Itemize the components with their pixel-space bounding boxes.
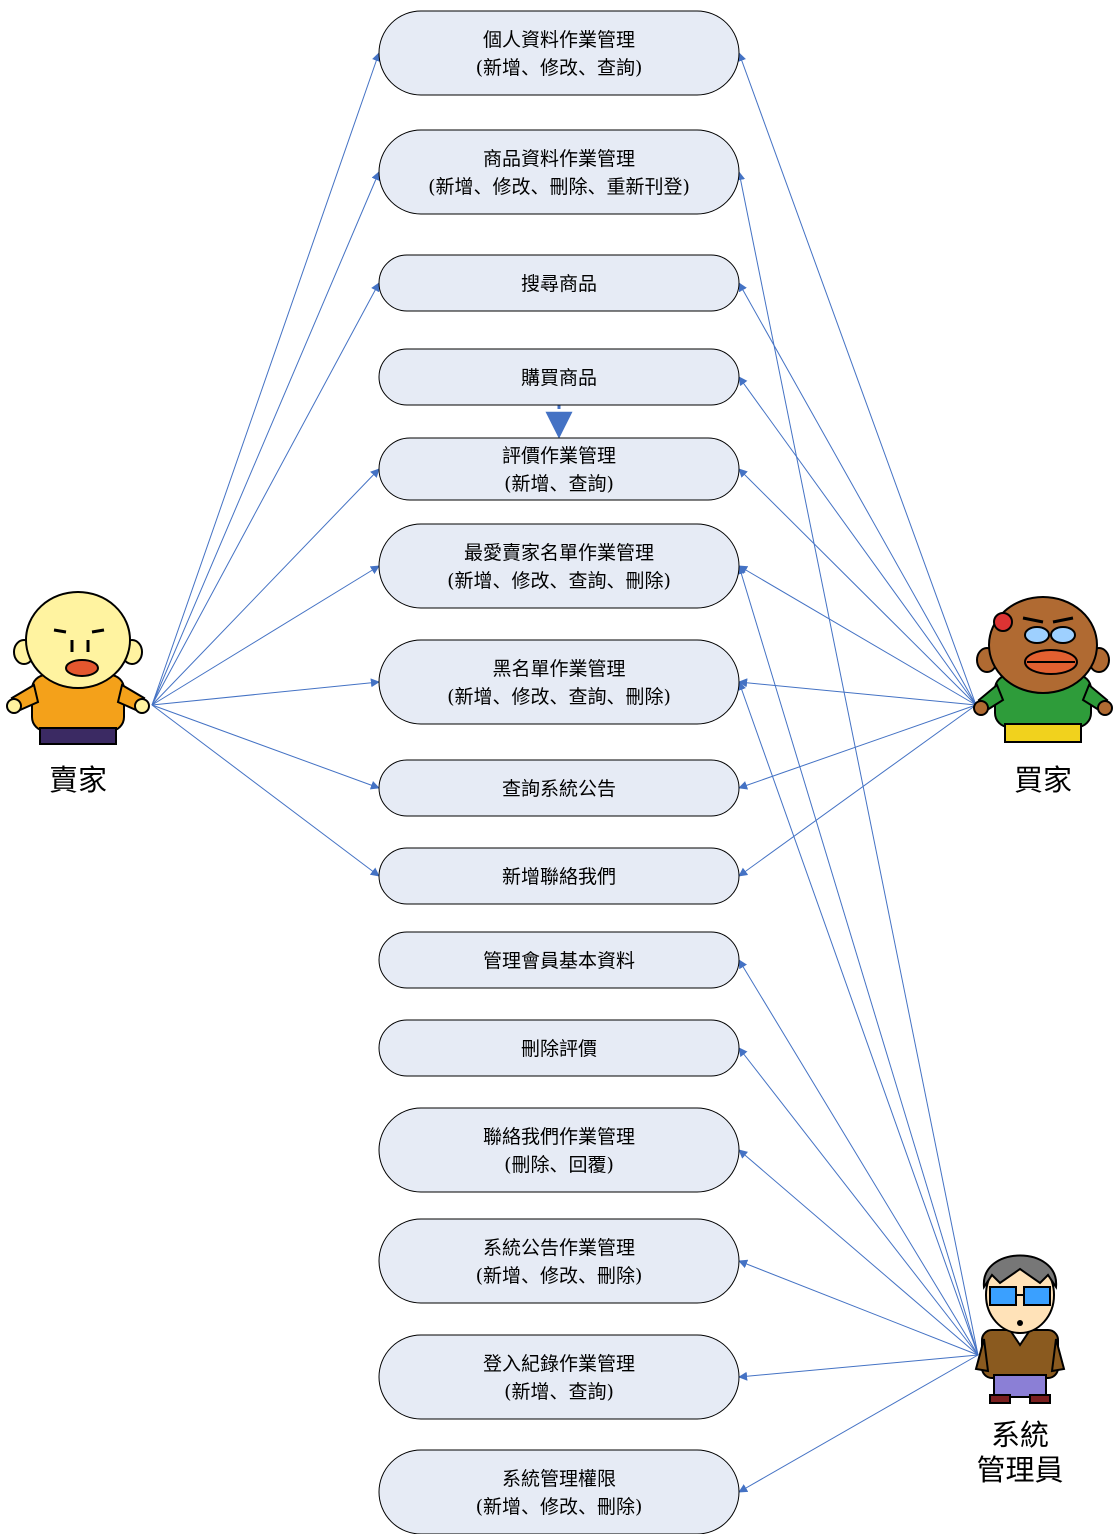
use-case-label-line2: (新增、修改、刪除、重新刊登)	[428, 176, 690, 198]
use-case-label-line1: 黑名單作業管理	[492, 658, 625, 680]
admin-to-uc13-line	[738, 1259, 979, 1356]
use-case-box	[378, 1019, 740, 1077]
use-case-box	[378, 639, 740, 725]
admin-to-uc7-line	[737, 681, 979, 1356]
use-case-label-line2: (新增、查詢)	[504, 1381, 614, 1403]
buyer-to-uc9-line	[738, 704, 977, 877]
buyer-to-uc4-line	[738, 376, 977, 706]
use-case-box	[378, 1334, 740, 1420]
use-case-label-line1: 購買商品	[521, 367, 597, 389]
use-case-box	[378, 348, 740, 406]
use-case-2: 商品資料作業管理 (新增、修改、刪除、重新刊登)	[378, 129, 740, 215]
seller-to-uc2-line	[151, 171, 380, 706]
buyer-to-uc3-line	[738, 282, 977, 706]
use-case-label-line1: 評價作業管理	[502, 445, 616, 467]
use-case-10: 管理會員基本資料	[378, 931, 740, 989]
use-case-label-line1: 系統管理權限	[502, 1468, 616, 1490]
use-case-box	[378, 1107, 740, 1193]
use-case-box	[378, 1218, 740, 1304]
buyer-to-uc7-line	[738, 678, 977, 706]
use-case-6: 最愛賣家名單作業管理 (新增、修改、查詢、刪除)	[378, 523, 740, 609]
use-case-label-line1: 系統公告作業管理	[483, 1237, 635, 1259]
seller-figure: 賣家	[6, 591, 150, 797]
use-case-label-line1: 刪除評價	[521, 1038, 597, 1060]
use-case-label-line1: 管理會員基本資料	[483, 950, 635, 972]
admin-to-uc6-line	[737, 565, 979, 1356]
use-case-box	[378, 437, 740, 501]
seller-to-uc6-line	[151, 565, 380, 706]
use-case-label-line1: 搜尋商品	[521, 273, 597, 295]
use-case-5: 評價作業管理 (新增、查詢)	[378, 437, 740, 501]
seller-to-uc9-line	[151, 704, 380, 877]
admin-to-uc15-line	[738, 1354, 979, 1493]
buyer-to-uc6-line	[738, 565, 977, 706]
buyer-to-uc5-line	[738, 468, 977, 706]
admin-to-uc10-line	[738, 959, 979, 1356]
use-case-box	[378, 759, 740, 817]
admin-to-uc2-line	[736, 171, 979, 1356]
use-case-label-line1: 新增聯絡我們	[502, 866, 616, 888]
use-case-label-line2: (新增、修改、刪除)	[476, 1265, 643, 1287]
use-case-label-line1: 登入紀錄作業管理	[483, 1353, 635, 1375]
buyer-figure: 買家	[973, 596, 1113, 797]
use-case-label-line1: 查詢系統公告	[502, 778, 616, 800]
use-case-3: 搜尋商品	[378, 254, 740, 312]
use-case-box	[378, 10, 740, 96]
use-case-12: 聯絡我們作業管理 (刪除、回覆)	[378, 1107, 740, 1193]
admin-label-line1: 系統	[991, 1418, 1049, 1452]
use-case-label-line1: 最愛賣家名單作業管理	[464, 542, 654, 564]
use-case-label-line2: (新增、修改、查詢、刪除)	[447, 686, 671, 708]
buyer-icon	[973, 596, 1113, 743]
association-lines	[151, 52, 979, 1493]
admin-to-uc14-line	[738, 1354, 979, 1381]
seller-icon	[6, 591, 150, 745]
use-case-list: 個人資料作業管理 (新增、修改、查詢) 商品資料作業管理 (新增、修改、刪除、重新刊登…	[378, 10, 740, 1534]
use-case-14: 登入紀錄作業管理 (新增、查詢)	[378, 1334, 740, 1420]
admin-icon	[974, 1254, 1066, 1404]
use-case-15: 系統管理權限 (新增、修改、刪除)	[378, 1449, 740, 1534]
use-case-13: 系統公告作業管理 (新增、修改、刪除)	[378, 1218, 740, 1304]
admin-label-line2: 管理員	[976, 1453, 1063, 1487]
use-case-label-line2: (新增、修改、查詢)	[476, 57, 643, 79]
use-case-box	[378, 1449, 740, 1534]
seller-to-uc5-line	[151, 468, 380, 706]
use-case-4: 購買商品	[378, 348, 740, 406]
use-case-7: 黑名單作業管理 (新增、修改、查詢、刪除)	[378, 639, 740, 725]
use-case-box	[378, 847, 740, 905]
use-case-box	[378, 254, 740, 312]
buyer-label: 買家	[1014, 763, 1072, 797]
use-case-9: 新增聯絡我們	[378, 847, 740, 905]
use-case-8: 查詢系統公告	[378, 759, 740, 817]
use-case-1: 個人資料作業管理 (新增、修改、查詢)	[378, 10, 740, 96]
use-case-box	[378, 523, 740, 609]
use-case-label-line2: (新增、查詢)	[504, 473, 614, 495]
use-case-label-line2: (新增、修改、刪除)	[476, 1496, 643, 1518]
use-case-11: 刪除評價	[378, 1019, 740, 1077]
seller-to-uc8-line	[151, 704, 380, 790]
seller-to-uc1-line	[151, 52, 381, 706]
buyer-to-uc8-line	[738, 704, 977, 790]
seller-to-uc7-line	[151, 678, 380, 706]
admin-figure: 系統 管理員	[974, 1254, 1066, 1487]
use-case-label-line2: (新增、修改、查詢、刪除)	[447, 570, 671, 592]
use-case-label-line1: 個人資料作業管理	[483, 29, 635, 51]
use-case-label-line1: 聯絡我們作業管理	[483, 1126, 635, 1148]
use-case-label-line2: (刪除、回覆)	[504, 1154, 614, 1176]
seller-to-uc3-line	[151, 282, 380, 706]
use-case-box	[378, 931, 740, 989]
admin-to-uc12-line	[738, 1149, 979, 1356]
buyer-to-uc1-line	[737, 52, 977, 706]
use-case-box	[378, 129, 740, 215]
use-case-label-line1: 商品資料作業管理	[483, 148, 635, 170]
seller-label: 賣家	[49, 763, 107, 797]
admin-to-uc11-line	[738, 1047, 979, 1356]
